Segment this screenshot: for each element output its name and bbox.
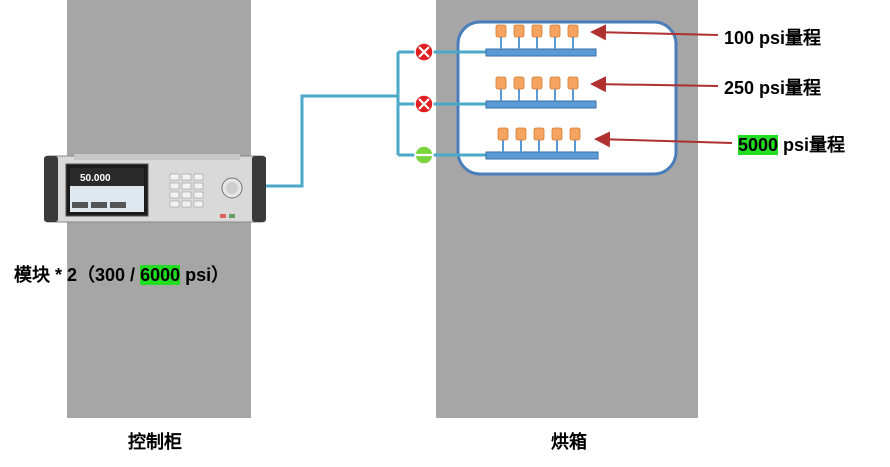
- arrow-5000: [594, 131, 733, 148]
- range-label-5000: 5000 psi量程: [738, 131, 845, 157]
- pressure-sensor: [531, 24, 543, 38]
- range-label-250: 250 psi量程: [724, 74, 821, 100]
- keypad: [169, 173, 204, 208]
- arrow-250: [590, 76, 719, 93]
- pressure-sensor: [551, 127, 563, 141]
- module-label-highlight: 6000: [140, 265, 181, 285]
- range-unit: psi量程: [754, 78, 822, 98]
- valve-open: [414, 145, 434, 165]
- pressure-sensor: [515, 127, 527, 141]
- range-unit: psi量程: [754, 28, 822, 48]
- module-label-suffix: psi）: [180, 265, 230, 285]
- pressure-sensor: [513, 24, 525, 38]
- oven-enclosure: [456, 20, 678, 176]
- pressure-sensor: [513, 76, 525, 90]
- oven-label: 烘箱: [551, 432, 587, 452]
- pressure-sensor: [569, 127, 581, 141]
- instrument-reading: 50.000: [80, 173, 111, 184]
- pressure-sensor: [495, 24, 507, 38]
- main-pipe: [266, 94, 398, 188]
- sensor-group: [495, 24, 581, 152]
- module-label-prefix: 模块 * 2（300 /: [14, 265, 141, 285]
- range-label-100: 100 psi量程: [724, 24, 821, 50]
- valve-closed-2: [414, 94, 434, 114]
- manifold-250: [485, 100, 597, 109]
- pressure-sensor: [497, 127, 509, 141]
- pressure-sensor: [567, 76, 579, 90]
- pressure-sensor: [549, 24, 561, 38]
- range-value: 5000: [738, 135, 779, 155]
- pressure-sensor: [533, 127, 545, 141]
- pressure-sensor: [567, 24, 579, 38]
- range-unit: psi量程: [778, 135, 846, 155]
- pressure-sensor: [495, 76, 507, 90]
- arrow-100: [590, 24, 719, 41]
- manifold-100: [485, 48, 597, 57]
- module-label: 模块 * 2（300 / 6000 psi）: [14, 261, 229, 287]
- valve-closed-1: [414, 42, 434, 62]
- pressure-controller-instrument: 50.000: [44, 154, 266, 223]
- pressure-sensor: [549, 76, 561, 90]
- pressure-sensor: [531, 76, 543, 90]
- control-cabinet-label: 控制柜: [128, 432, 182, 452]
- range-value: 250: [724, 78, 755, 98]
- manifold-5000: [485, 151, 599, 160]
- range-value: 100: [724, 28, 755, 48]
